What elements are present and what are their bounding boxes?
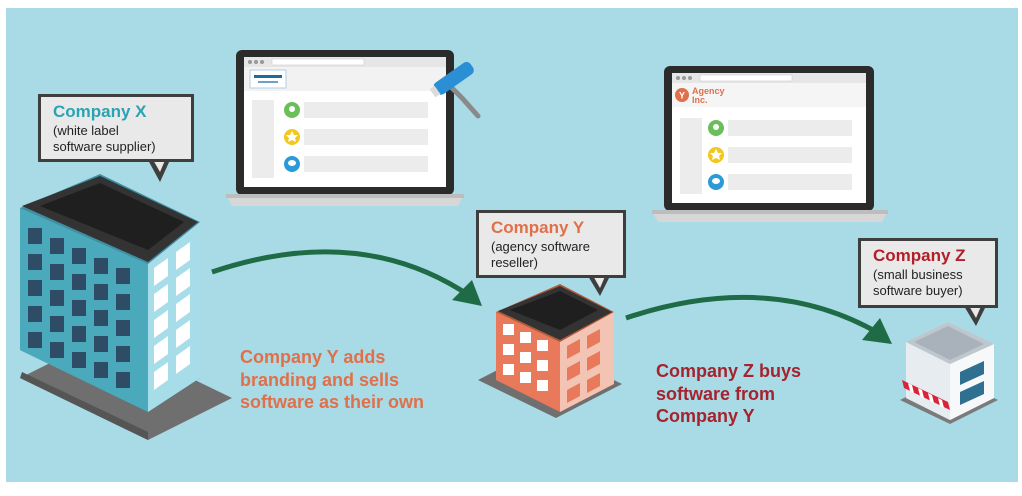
callout-company-y: Company Y (agency software reseller) — [476, 210, 626, 278]
company-y-name: Company Y — [491, 218, 585, 237]
company-x-logo — [249, 69, 287, 89]
caption-z-line2: software from — [656, 383, 776, 404]
caption-company-y: Company Y adds branding and sells softwa… — [240, 346, 424, 414]
building-company-x — [20, 174, 232, 440]
paint-roller-icon — [429, 61, 481, 119]
chat-icon — [284, 156, 300, 172]
map-pin-icon — [708, 120, 724, 136]
company-x-name: Company X — [53, 102, 147, 121]
shop-awning — [902, 380, 950, 410]
company-y-desc-line2: reseller) — [491, 254, 538, 270]
star-icon — [284, 129, 300, 145]
arrow-head-1 — [452, 280, 482, 306]
caption-y-line3: software as their own — [240, 392, 425, 412]
building-company-y — [478, 284, 622, 418]
agency-logo-line2: Inc. — [692, 95, 708, 105]
company-z-desc-line1: (small business — [873, 266, 963, 282]
company-z-desc-line2: software buyer) — [873, 282, 963, 298]
caption-z-line1: Company Z buys — [656, 361, 802, 381]
chat-icon — [708, 174, 724, 190]
agency-logo: Y Agency Inc. — [675, 86, 725, 105]
building-company-z — [900, 322, 998, 424]
laptop-right: Y Agency Inc. — [652, 66, 888, 222]
caption-z-line3: Company Y — [656, 406, 755, 426]
company-x-desc-line2: software supplier) — [53, 138, 156, 154]
caption-y-line2: branding and sells — [240, 369, 400, 390]
company-x-desc-line1: (white label — [53, 122, 119, 138]
star-icon — [708, 147, 724, 163]
arrows — [211, 249, 892, 344]
company-y-desc-line1: (agency software — [491, 238, 590, 254]
callout-company-x: Company X (white label software supplier… — [38, 94, 194, 162]
agency-logo-line1: Agency — [692, 86, 725, 96]
callout-company-z: Company Z (small business software buyer… — [858, 238, 998, 308]
laptop-left — [226, 50, 464, 206]
company-z-name: Company Z — [873, 246, 966, 265]
caption-y-line1: Company Y adds — [240, 347, 386, 367]
agency-logo-letter: Y — [679, 91, 685, 101]
arrow-head-2 — [862, 318, 892, 344]
map-pin-icon — [284, 102, 300, 118]
caption-company-z: Company Z buys software from Company Y — [656, 360, 801, 428]
